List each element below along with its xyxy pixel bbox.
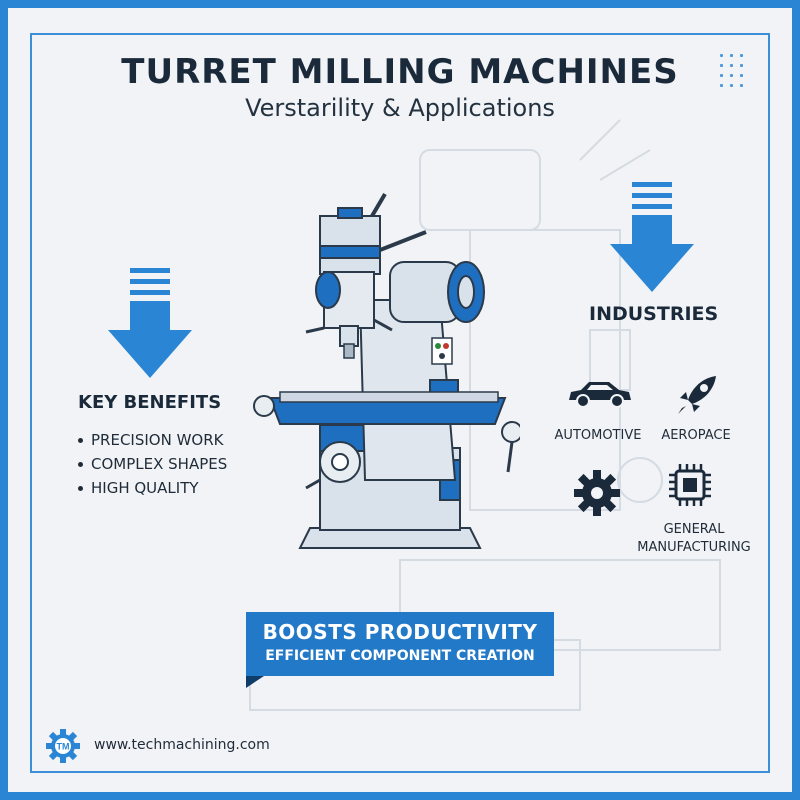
dot-grid-decoration: [720, 54, 752, 90]
list-item: COMPLEX SHAPES: [78, 452, 227, 476]
website-link[interactable]: www.techmachining.com: [94, 737, 270, 753]
brand-logo-text: TM: [57, 742, 70, 752]
page-subtitle: Verstarility & Applications: [245, 94, 555, 122]
chip-icon: [669, 464, 711, 506]
banner-fold: [246, 676, 264, 688]
industry-label-general: GENERAL: [663, 522, 725, 537]
banner-heading: BOOSTS PRODUCTIVITY: [262, 620, 538, 644]
page-title: TURRET MILLING MACHINES: [121, 52, 679, 92]
rocket-icon: [678, 376, 716, 414]
productivity-banner: [246, 612, 554, 676]
industries-heading: INDUSTRIES: [589, 303, 719, 325]
list-item: HIGH QUALITY: [78, 476, 227, 500]
brand-logo-icon: TM: [46, 729, 80, 763]
banner-subheading: EFFICIENT COMPONENT CREATION: [265, 648, 535, 664]
turret-milling-machine-icon: [253, 192, 520, 549]
industries-arrow-icon: [610, 182, 694, 294]
industry-label-aerospace: AEROPACE: [661, 428, 731, 443]
industry-label-automotive: AUTOMOTIVE: [554, 428, 642, 443]
gear-icon: [574, 470, 620, 516]
inner-frame: [30, 33, 770, 773]
benefits-heading: KEY BENEFITS: [78, 392, 222, 413]
car-icon: [569, 382, 631, 408]
list-item: PRECISION WORK: [78, 428, 227, 452]
industry-label-manufacturing: MANUFACTURING: [637, 540, 751, 555]
benefits-arrow-icon: [108, 268, 192, 380]
benefits-list: PRECISION WORK COMPLEX SHAPES HIGH QUALI…: [78, 428, 227, 500]
